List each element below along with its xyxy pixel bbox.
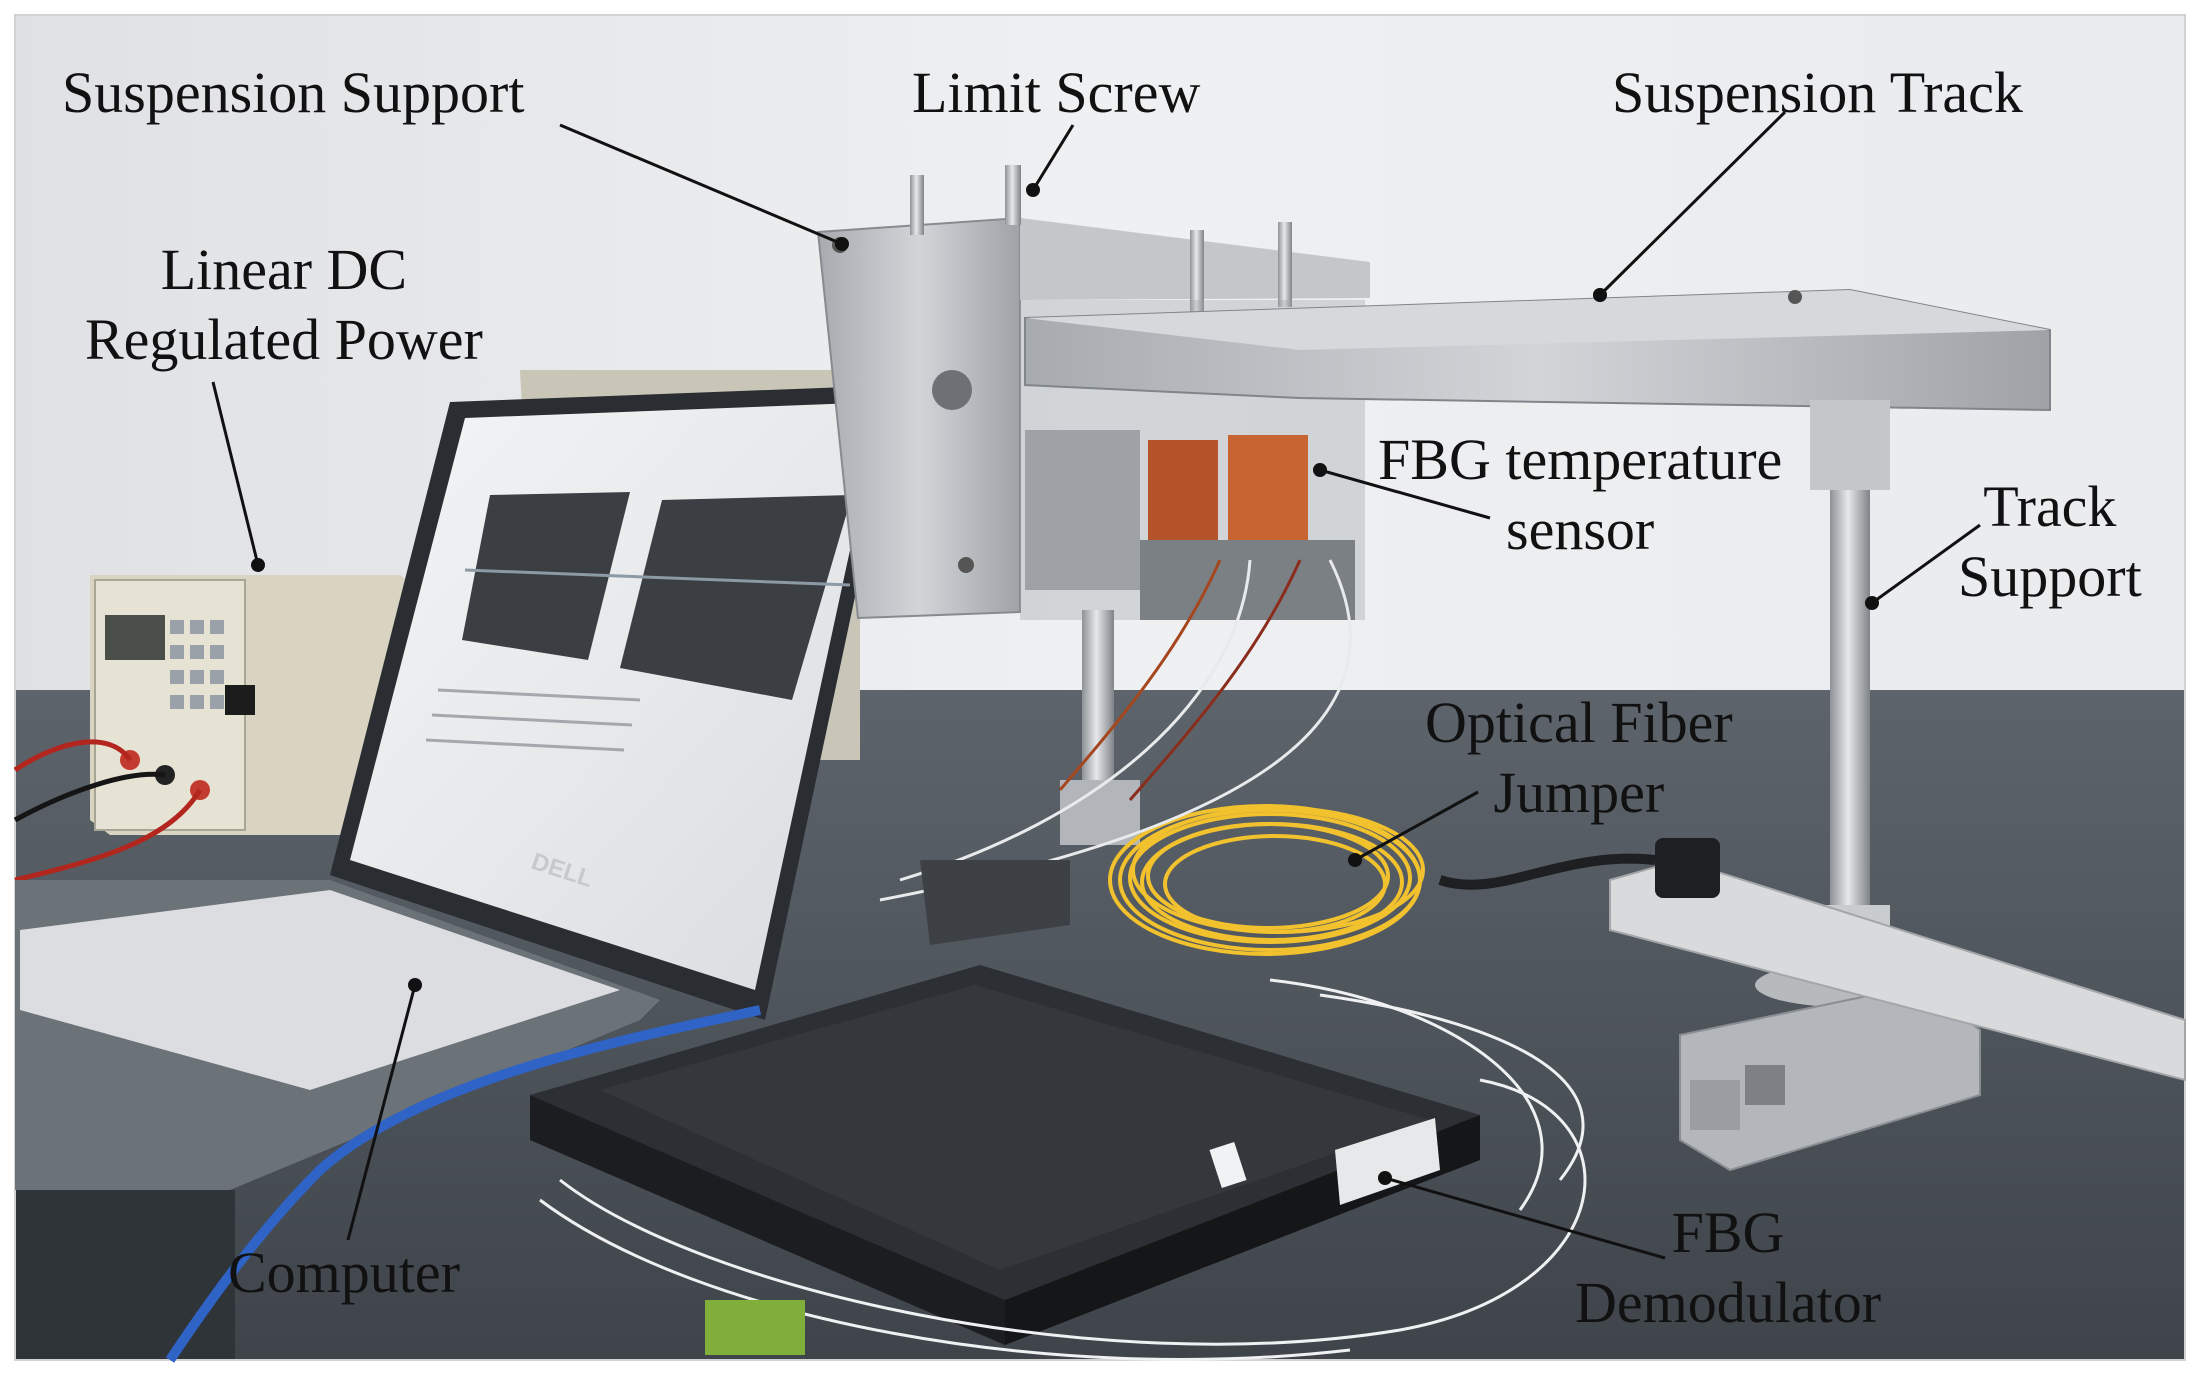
track-support-column bbox=[1679, 400, 1981, 1172]
label-fbg-temp-line2: sensor bbox=[1506, 496, 1655, 562]
fiber-connector-block bbox=[920, 860, 1070, 945]
leader-lines bbox=[211, 110, 1981, 1260]
label-power-line1: Linear DC bbox=[160, 237, 408, 302]
linear-dc-power-supply bbox=[90, 575, 420, 835]
fbg-demodulator bbox=[530, 965, 1480, 1345]
label-suspension-track: Suspension Track bbox=[1612, 58, 2023, 128]
optical-fiber-jumper bbox=[1108, 804, 1425, 956]
frame-post bbox=[1082, 610, 1114, 800]
label-fbg-temp-line1: FBG temperature bbox=[1378, 427, 1783, 492]
leader-dots bbox=[251, 183, 1879, 1185]
label-power-line2: Regulated Power bbox=[85, 306, 483, 372]
plug bbox=[1655, 838, 1720, 898]
label-suspension-support-text: Suspension Support bbox=[62, 60, 525, 125]
label-fbg-temperature-sensor: FBG temperature sensor bbox=[1378, 425, 1782, 564]
label-track-support-line1: Track bbox=[1983, 474, 2117, 539]
label-limit-screw: Limit Screw bbox=[912, 58, 1200, 128]
blue-network-cable bbox=[165, 1005, 762, 1363]
fbg-temperature-sensor bbox=[1025, 430, 1355, 620]
label-linear-dc-power: Linear DC Regulated Power bbox=[85, 235, 483, 374]
red-cable-2 bbox=[14, 788, 203, 883]
laptop-computer: DELL bbox=[330, 385, 900, 1020]
black-cable bbox=[13, 771, 166, 823]
label-track-support-line2: Support bbox=[1958, 543, 2142, 609]
label-demod-line2: Demodulator bbox=[1575, 1269, 1882, 1335]
green-connector bbox=[705, 1300, 805, 1355]
suspension-track bbox=[1024, 288, 2051, 412]
image-frame bbox=[14, 14, 2186, 1361]
label-suspension-track-text: Suspension Track bbox=[1612, 60, 2023, 125]
desk-edge bbox=[15, 1190, 235, 1360]
label-track-support: Track Support bbox=[1958, 472, 2142, 611]
device-sticker bbox=[1335, 1118, 1440, 1205]
label-suspension-support: Suspension Support bbox=[62, 58, 524, 128]
frame-post-base bbox=[1060, 780, 1140, 845]
label-fiber-line1: Optical Fiber bbox=[1425, 690, 1733, 755]
plug-cable bbox=[1438, 853, 1656, 890]
label-computer: Computer bbox=[228, 1238, 460, 1308]
red-cable bbox=[13, 739, 133, 773]
label-computer-text: Computer bbox=[228, 1240, 460, 1305]
demodulator-fibers bbox=[539, 978, 1587, 1361]
label-limit-screw-text: Limit Screw bbox=[912, 60, 1201, 125]
label-fiber-line2: Jumper bbox=[1493, 759, 1665, 825]
label-fbg-demodulator: FBG Demodulator bbox=[1575, 1198, 1881, 1337]
laptop-keyboard-cover bbox=[20, 890, 620, 1090]
label-demod-line1: FBG bbox=[1671, 1200, 1785, 1265]
label-optical-fiber-jumper: Optical Fiber Jumper bbox=[1425, 688, 1733, 827]
